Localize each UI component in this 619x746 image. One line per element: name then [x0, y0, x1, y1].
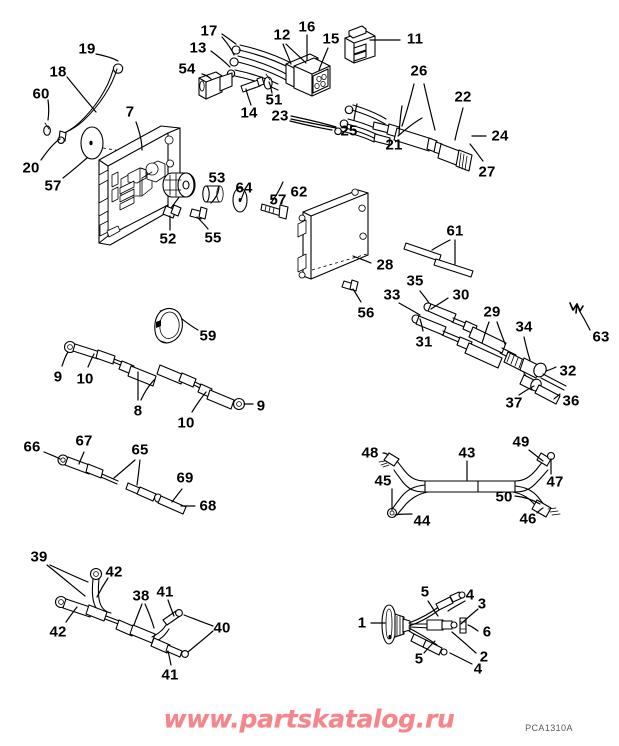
part-53-64-57-62-group	[162, 172, 289, 220]
callout-4: 4	[473, 660, 483, 678]
part-8-9-10-rods	[61, 340, 254, 413]
callout-20: 20	[22, 159, 40, 177]
callout-34: 34	[515, 318, 533, 336]
callout-6: 6	[482, 623, 492, 641]
callout-55: 55	[204, 229, 222, 247]
callout-31: 31	[415, 333, 433, 351]
callout-57: 57	[44, 177, 62, 195]
part-59-clamp	[154, 307, 199, 344]
callout-50: 50	[495, 488, 513, 506]
callout-10: 10	[76, 370, 94, 388]
part-throttle-cable-group	[398, 290, 591, 405]
callout-24: 24	[491, 127, 509, 145]
callout-21: 21	[385, 136, 403, 154]
callout-15: 15	[322, 30, 340, 48]
callout-29: 29	[483, 303, 501, 321]
callout-51: 51	[265, 91, 283, 109]
part-7-control-housing	[80, 121, 181, 246]
callout-17: 17	[200, 22, 218, 40]
callout-1: 1	[357, 614, 367, 632]
part-38-42-rods	[46, 564, 214, 666]
callout-49: 49	[512, 433, 530, 451]
callout-38: 38	[132, 587, 150, 605]
callout-42: 42	[105, 563, 123, 581]
callout-69: 69	[176, 469, 194, 487]
callout-8: 8	[133, 402, 143, 420]
callout-10: 10	[177, 414, 195, 432]
callout-13: 13	[189, 39, 207, 57]
part-28-cover-plate	[297, 188, 372, 303]
callout-68: 68	[199, 497, 217, 515]
callout-9: 9	[53, 368, 63, 386]
callout-7: 7	[125, 103, 135, 121]
callout-12: 12	[273, 26, 291, 44]
callout-5: 5	[420, 583, 430, 601]
callout-57: 57	[269, 191, 287, 209]
callout-53: 53	[208, 169, 226, 187]
part-43-harness	[378, 449, 561, 519]
figure-code: PCA1310A	[525, 723, 573, 733]
callout-35: 35	[406, 272, 424, 290]
callout-11: 11	[406, 30, 424, 48]
callout-66: 66	[23, 438, 41, 456]
callout-41: 41	[161, 666, 179, 684]
callout-41: 41	[156, 583, 174, 601]
callout-59: 59	[199, 327, 217, 345]
callout-27: 27	[478, 163, 496, 181]
callout-33: 33	[383, 286, 401, 304]
callout-16: 16	[298, 18, 316, 36]
callout-42: 42	[49, 623, 67, 641]
callout-61: 61	[446, 222, 464, 240]
callout-52: 52	[159, 230, 177, 248]
callout-5: 5	[414, 650, 424, 668]
callout-47: 47	[546, 473, 564, 491]
part-11-relay	[344, 25, 401, 64]
callout-56: 56	[357, 304, 375, 322]
callout-22: 22	[454, 88, 472, 106]
callout-23: 23	[271, 107, 289, 125]
callout-25: 25	[340, 122, 358, 140]
part-1-key-switch	[370, 591, 479, 665]
callout-39: 39	[30, 548, 48, 566]
part-ground-strap-group	[40, 53, 124, 179]
callout-40: 40	[213, 619, 231, 637]
callout-46: 46	[519, 510, 537, 528]
part-65-69-rods	[43, 451, 196, 515]
callout-54: 54	[178, 60, 196, 78]
part-ignition-cable-group	[289, 83, 487, 172]
callout-43: 43	[458, 444, 476, 462]
callout-65: 65	[131, 441, 149, 459]
callout-37: 37	[505, 394, 523, 412]
callout-30: 30	[452, 286, 470, 304]
part-52-55-screws	[162, 204, 209, 231]
callout-64: 64	[235, 179, 253, 197]
callout-48: 48	[361, 444, 379, 462]
callout-45: 45	[374, 472, 392, 490]
part-14-51-pins	[240, 73, 273, 106]
callout-14: 14	[240, 104, 258, 122]
callout-62: 62	[290, 183, 308, 201]
callout-18: 18	[49, 63, 67, 81]
callout-60: 60	[32, 85, 50, 103]
callout-4: 4	[465, 586, 475, 604]
callout-19: 19	[78, 40, 96, 58]
callout-26: 26	[410, 62, 428, 80]
callout-63: 63	[592, 328, 610, 346]
callout-9: 9	[256, 397, 266, 415]
callout-44: 44	[413, 512, 431, 530]
callout-2: 2	[479, 648, 489, 666]
part-connector-harness-group	[210, 33, 331, 97]
part-54-boot	[198, 71, 233, 100]
callout-36: 36	[562, 392, 580, 410]
callout-28: 28	[376, 256, 394, 274]
callout-67: 67	[75, 432, 93, 450]
part-61-pins	[403, 239, 474, 278]
callout-32: 32	[559, 362, 577, 380]
site-watermark: www.partskatalog.ru	[163, 704, 455, 734]
callout-3: 3	[477, 595, 487, 613]
